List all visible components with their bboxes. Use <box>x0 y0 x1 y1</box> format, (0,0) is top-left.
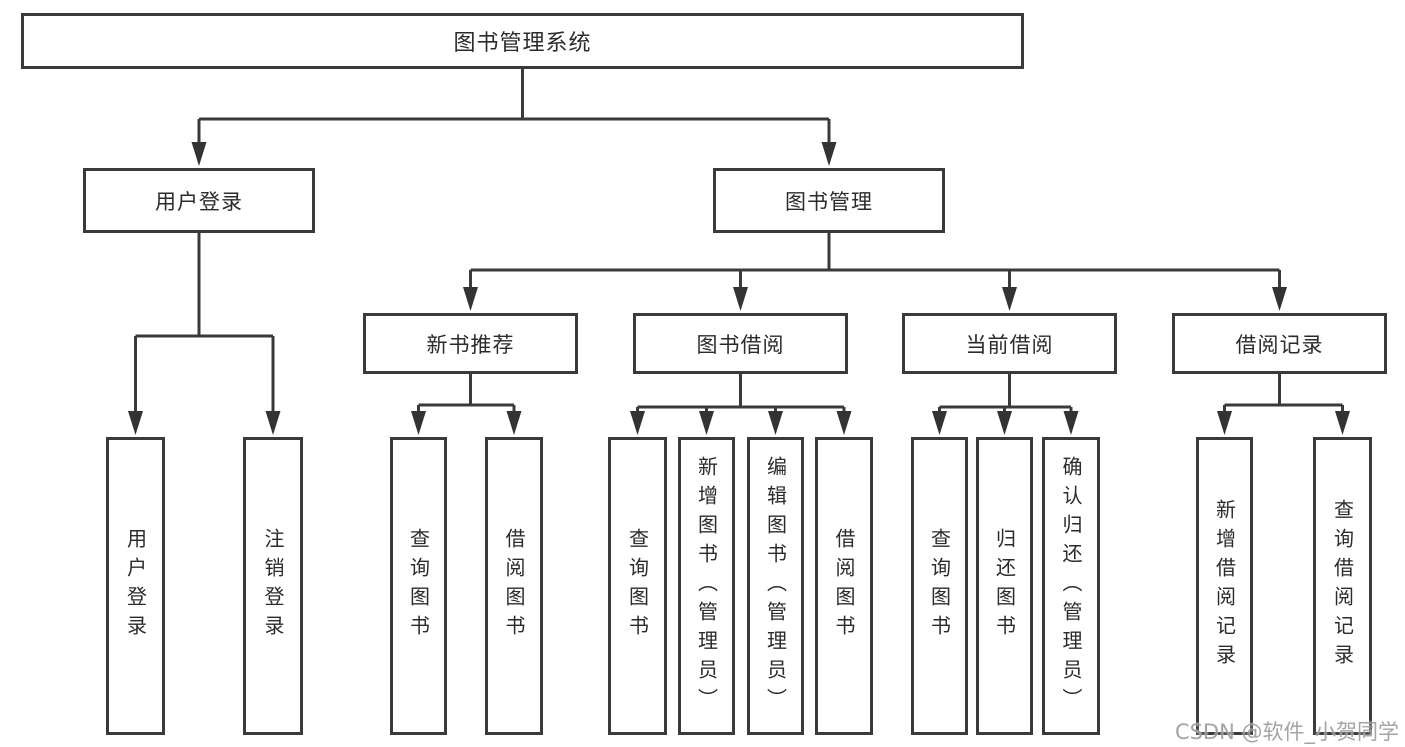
leaf-confirm-return-admin: 确认归还（管理员） <box>1042 437 1100 735</box>
leaf-query-borrow-record-label: 查询借阅记录 <box>1330 499 1355 673</box>
leaf-add-book-admin-label: 新增图书（管理员） <box>694 455 719 717</box>
node-book-management-label: 图书管理 <box>785 189 873 214</box>
node-book-borrowing-label: 图书借阅 <box>696 332 785 357</box>
node-borrowing-records-label: 借阅记录 <box>1235 332 1324 357</box>
leaf-borrow-books-recommend-label: 借阅图书 <box>502 528 526 644</box>
node-book-management: 图书管理 <box>713 168 945 233</box>
leaf-query-books-current-label: 查询图书 <box>927 528 952 644</box>
node-book-borrowing: 图书借阅 <box>633 313 848 374</box>
leaf-return-book: 归还图书 <box>976 437 1033 735</box>
leaf-add-book-admin: 新增图书（管理员） <box>678 437 735 735</box>
node-current-borrowing: 当前借阅 <box>902 313 1117 374</box>
node-user-login: 用户登录 <box>83 168 315 233</box>
leaf-query-books-recommend: 查询图书 <box>390 437 447 735</box>
node-library-system-label: 图书管理系统 <box>453 31 592 56</box>
leaf-query-books-borrowing-label: 查询图书 <box>625 528 650 644</box>
leaf-return-book-label: 归还图书 <box>992 528 1017 644</box>
node-current-borrowing-label: 当前借阅 <box>965 332 1054 357</box>
leaf-edit-book-admin: 编辑图书（管理员） <box>747 437 804 735</box>
leaf-borrow-books-borrowing: 借阅图书 <box>815 437 873 735</box>
leaf-logout: 注销登录 <box>243 437 303 735</box>
node-new-book-recommend: 新书推荐 <box>363 313 578 374</box>
node-user-login-label: 用户登录 <box>155 189 243 214</box>
node-new-book-recommend-label: 新书推荐 <box>426 332 515 357</box>
leaf-logout-label: 注销登录 <box>261 528 285 644</box>
leaf-query-books-borrowing: 查询图书 <box>608 437 667 735</box>
leaf-user-login: 用户登录 <box>106 437 165 735</box>
leaf-borrow-books-recommend: 借阅图书 <box>485 437 543 735</box>
node-borrowing-records: 借阅记录 <box>1172 313 1387 374</box>
leaf-user-login-label: 用户登录 <box>123 528 148 644</box>
leaf-query-books-recommend-label: 查询图书 <box>406 528 431 644</box>
leaf-confirm-return-admin-label: 确认归还（管理员） <box>1059 455 1083 717</box>
leaf-query-books-current: 查询图书 <box>911 437 968 735</box>
csdn-watermark: CSDN @软件_小贺同学 <box>1174 720 1399 744</box>
leaf-add-borrow-record-label: 新增借阅记录 <box>1212 499 1237 673</box>
leaf-add-borrow-record: 新增借阅记录 <box>1196 437 1253 735</box>
leaf-borrow-books-borrowing-label: 借阅图书 <box>832 528 856 644</box>
node-library-system: 图书管理系统 <box>21 13 1024 69</box>
leaf-query-borrow-record: 查询借阅记录 <box>1313 437 1372 735</box>
leaf-edit-book-admin-label: 编辑图书（管理员） <box>763 455 788 717</box>
